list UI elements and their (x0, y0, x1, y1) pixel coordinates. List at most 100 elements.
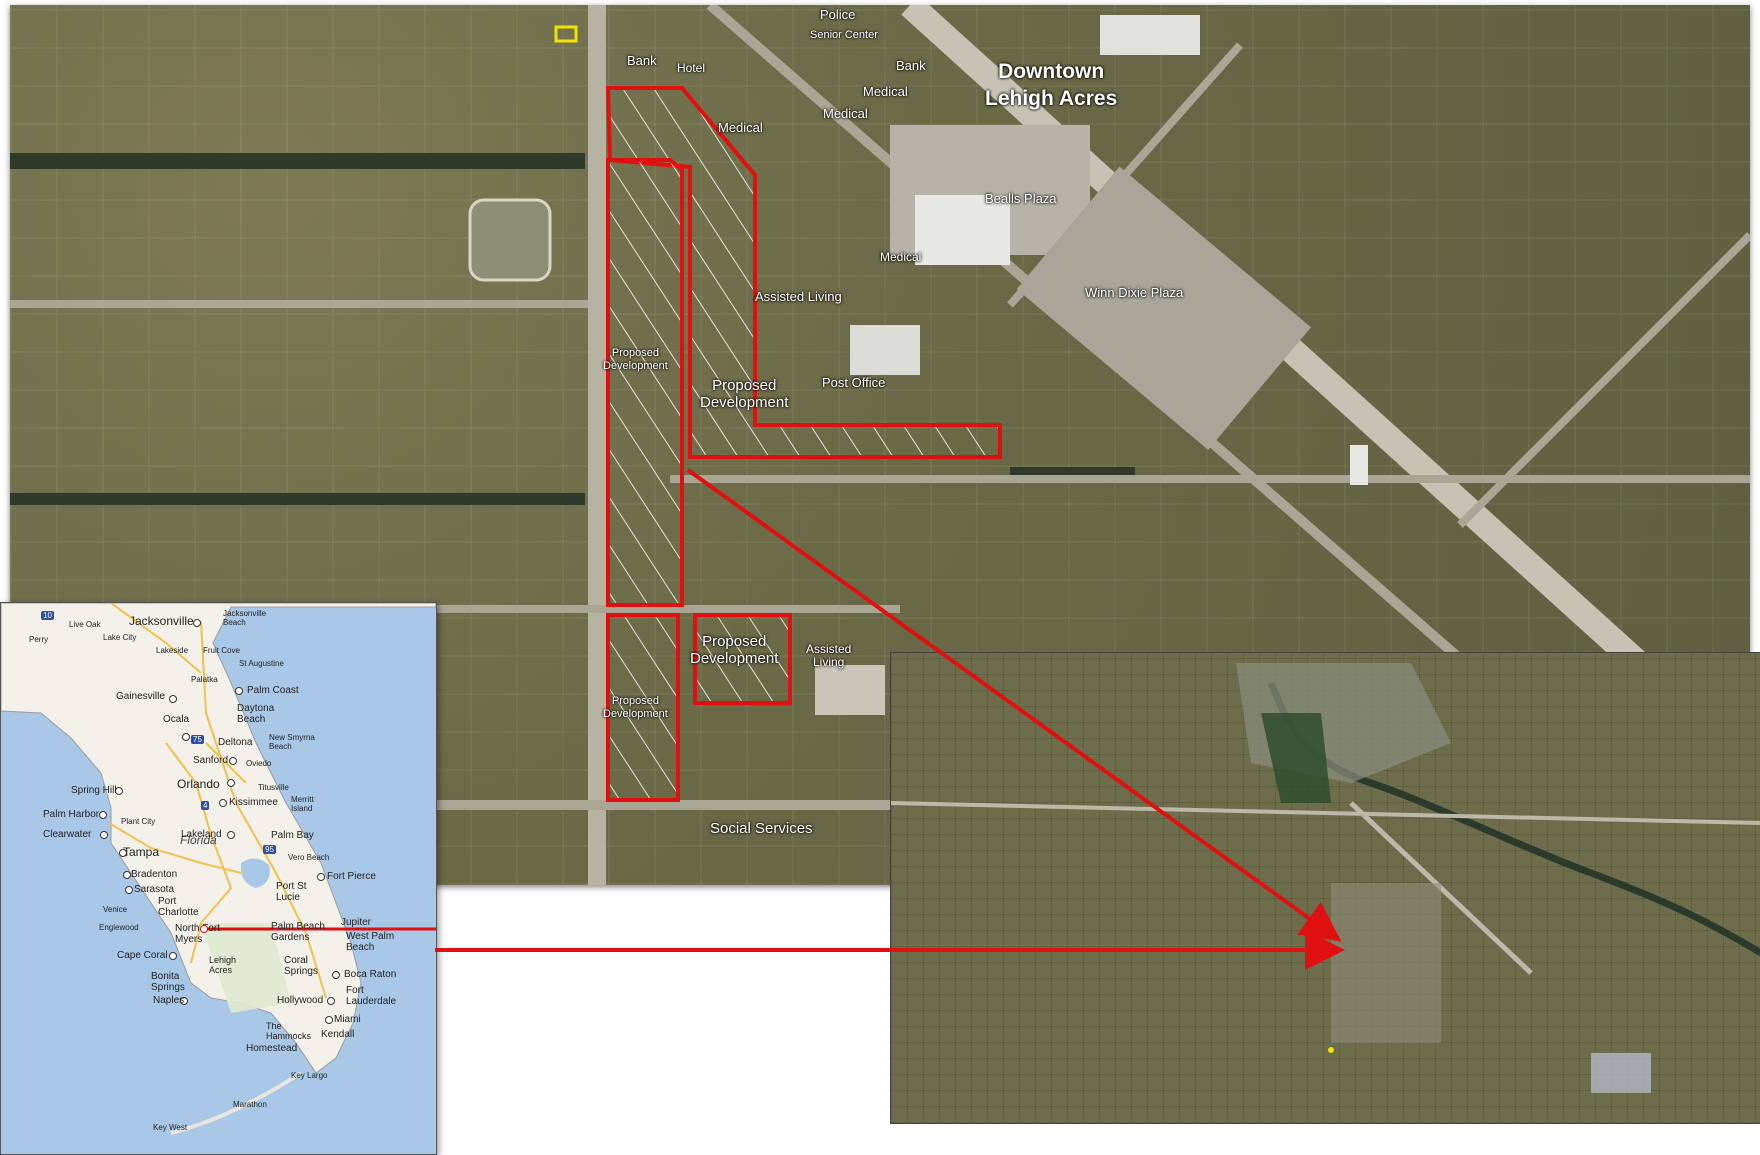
city-palm-harbor: Palm Harbor (43, 809, 100, 820)
city-bonita-springs-line2: Springs (151, 982, 185, 993)
developed-area (1331, 883, 1441, 1043)
label-bank-2: Bank (896, 58, 926, 73)
state-name-label: Florida (180, 833, 217, 847)
city-marker (123, 871, 131, 879)
city-jacksonville-beach: Jacksonville Beach (223, 609, 266, 627)
label-medical-3: Medical (718, 120, 763, 135)
label-dev-strip-line1: Proposed (611, 347, 659, 359)
city-marker (125, 886, 133, 894)
city-fort-lauderdale-line2: Lauderdale (346, 996, 397, 1007)
city-marker (193, 619, 201, 627)
interstate-shield-icon: 4 (201, 801, 210, 810)
road-horizontal (670, 475, 1750, 483)
city-bonita-springs-line1: Bonita (151, 971, 180, 982)
city-port-st-lucie: Port St Lucie (276, 881, 307, 903)
city-fort-lauderdale-line1: Fort (346, 985, 364, 996)
city-lakeland: Lakeland (181, 829, 222, 840)
label-winn-dixie-plaza: Winn Dixie Plaza (1085, 285, 1184, 300)
city-marker (169, 695, 177, 703)
interstate-shield-icon: 95 (263, 845, 276, 854)
keys (170, 1071, 303, 1135)
label-bank-1: Bank (627, 53, 657, 68)
building-roof (850, 325, 920, 375)
city-homestead: Homestead (246, 1043, 298, 1054)
label-assisted-living-2-line1: Assisted (806, 642, 852, 656)
city-sanford: Sanford (193, 755, 229, 766)
label-dev-lower-left: Proposed Development (603, 695, 668, 721)
label-dev-lower-right: Proposed Development (690, 633, 778, 667)
label-dev-large-line1: Proposed (712, 377, 777, 394)
city-key-west: Key West (153, 1123, 188, 1132)
road-horizontal (10, 800, 900, 810)
city-st-augustine: St Augustine (239, 659, 284, 668)
interstate-shield-icon: 75 (191, 735, 204, 744)
florida-landmass (1, 603, 436, 1074)
city-daytona: Daytona Beach (237, 703, 274, 725)
highlight-marker (554, 25, 578, 43)
city-spring-hill: Spring Hill (71, 785, 117, 796)
city-daytona-line1: Daytona (237, 703, 275, 714)
city-marker (100, 831, 108, 839)
city-boca-raton: Boca Raton (344, 969, 397, 980)
interstate-shield-icon: 10 (41, 611, 54, 620)
city-port-charlotte-line1: Port (158, 896, 177, 907)
city-fort-lauderdale: Fort Lauderdale (346, 985, 396, 1007)
city-marker (119, 849, 127, 857)
city-gainesville: Gainesville (116, 691, 165, 702)
city-palm-beach-gardens-line1: Palm Beach (271, 921, 325, 932)
city-merritt-island-line2: Island (291, 804, 313, 813)
road-vertical (588, 5, 606, 885)
parcel-proposed-development-lower-left (606, 613, 680, 802)
city-kissimmee: Kissimmee (229, 797, 278, 808)
lake-okeechobee (240, 858, 270, 888)
city-coral-springs: Coral Springs (284, 955, 318, 977)
main-aerial-overlay (10, 5, 1750, 885)
label-medical-4: Medical (880, 250, 922, 264)
city-marker (180, 997, 188, 1005)
city-daytona-line2: Beach (237, 714, 266, 725)
building-roof (815, 665, 885, 715)
city-coral-springs-line1: Coral (284, 955, 308, 966)
lehigh-acres-marker (200, 925, 208, 933)
label-senior-center: Senior Center (810, 29, 878, 41)
label-assisted-living-1: Assisted Living (755, 289, 842, 304)
city-lehigh-acres-line2: Acres (209, 965, 233, 975)
city-marker (332, 971, 340, 979)
city-palm-beach-gardens: Palm Beach Gardens (271, 921, 325, 943)
city-merritt-island: Merritt Island (291, 795, 314, 813)
downtown-title-line1: Downtown (998, 60, 1105, 83)
city-venice: Venice (103, 905, 128, 914)
label-dev-large-line2: Development (700, 394, 789, 411)
city-lake-city: Lake City (103, 633, 137, 642)
city-new-smyrna: New Smyrna Beach (269, 733, 315, 751)
city-tampa: Tampa (123, 845, 160, 859)
label-hotel: Hotel (677, 61, 706, 75)
city-miami: Miami (334, 1014, 361, 1025)
regional-aerial-overlay (891, 663, 1760, 1093)
city-ocala: Ocala (163, 714, 190, 725)
label-assisted-living-2-line2: Living (813, 655, 845, 669)
city-naples: Naples (153, 995, 185, 1006)
city-vero-beach: Vero Beach (288, 853, 330, 862)
city-palm-coast: Palm Coast (247, 685, 299, 696)
city-west-palm-beach: West Palm Beach (346, 931, 394, 953)
city-jacksonville-beach-line1: Jacksonville (223, 609, 267, 618)
city-titusville: Titusville (258, 783, 289, 792)
city-new-smyrna-line1: New Smyrna (269, 733, 315, 742)
downtown-title: Downtown Lehigh Acres (985, 58, 1117, 112)
city-marker (182, 733, 190, 741)
florida-land (1, 603, 436, 1135)
city-plant-city: Plant City (121, 817, 156, 826)
city-new-smyrna-line2: Beach (269, 742, 292, 751)
everglades (201, 923, 291, 1013)
city-jacksonville: Jacksonville (129, 614, 194, 628)
city-marker (235, 687, 243, 695)
city-the-hammocks: The Hammocks (266, 1021, 311, 1041)
city-marker (227, 831, 235, 839)
city-lehigh-acres: Lehigh Acres (209, 955, 236, 975)
city-port-st-lucie-line2: Lucie (276, 892, 300, 903)
wetland (1261, 713, 1331, 803)
city-oviedo: Oviedo (246, 759, 272, 768)
city-sarasota: Sarasota (134, 884, 175, 895)
label-bealls-plaza: Bealls Plaza (985, 191, 1057, 206)
